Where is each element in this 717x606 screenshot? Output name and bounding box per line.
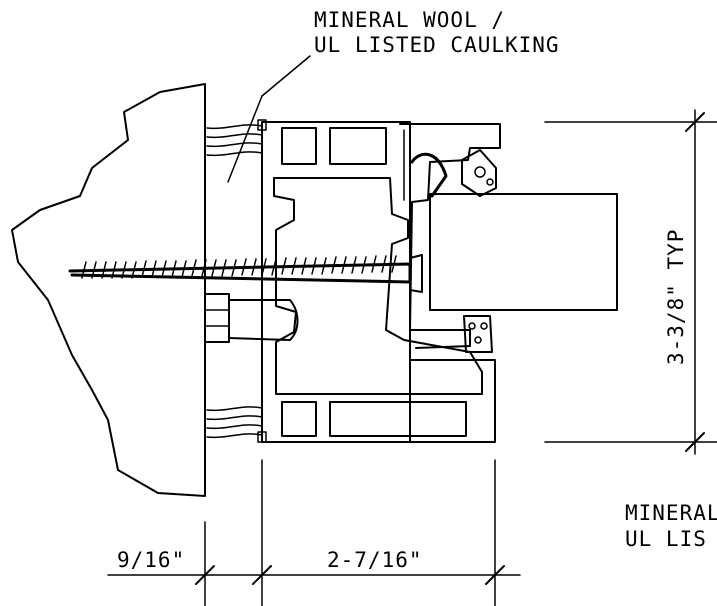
mineral-wool-bottom [206, 406, 263, 439]
dim-horizontal [107, 459, 521, 606]
insulated-core [273, 177, 483, 395]
dim-height [544, 109, 717, 455]
glazing-infill [429, 193, 618, 311]
dim-frame-label: 2-7/16" [327, 548, 423, 572]
side-note-line1: MINERAL [625, 501, 717, 525]
side-note-line2: UL LIS [625, 527, 707, 551]
top-note-line1: MINERAL WOOL / [314, 8, 505, 32]
anchor-screw [68, 254, 423, 293]
top-note-line2: UL LISTED CAULKING [314, 33, 560, 57]
hex-nut [204, 293, 299, 343]
mineral-wool-top [206, 124, 263, 157]
leader-top-note [227, 55, 311, 183]
dim-height-label: 3-3/8" TYP [664, 229, 688, 365]
glazing-gasket [410, 149, 497, 353]
dim-left-label: 9/16" [117, 548, 185, 572]
wall-section [11, 83, 206, 497]
